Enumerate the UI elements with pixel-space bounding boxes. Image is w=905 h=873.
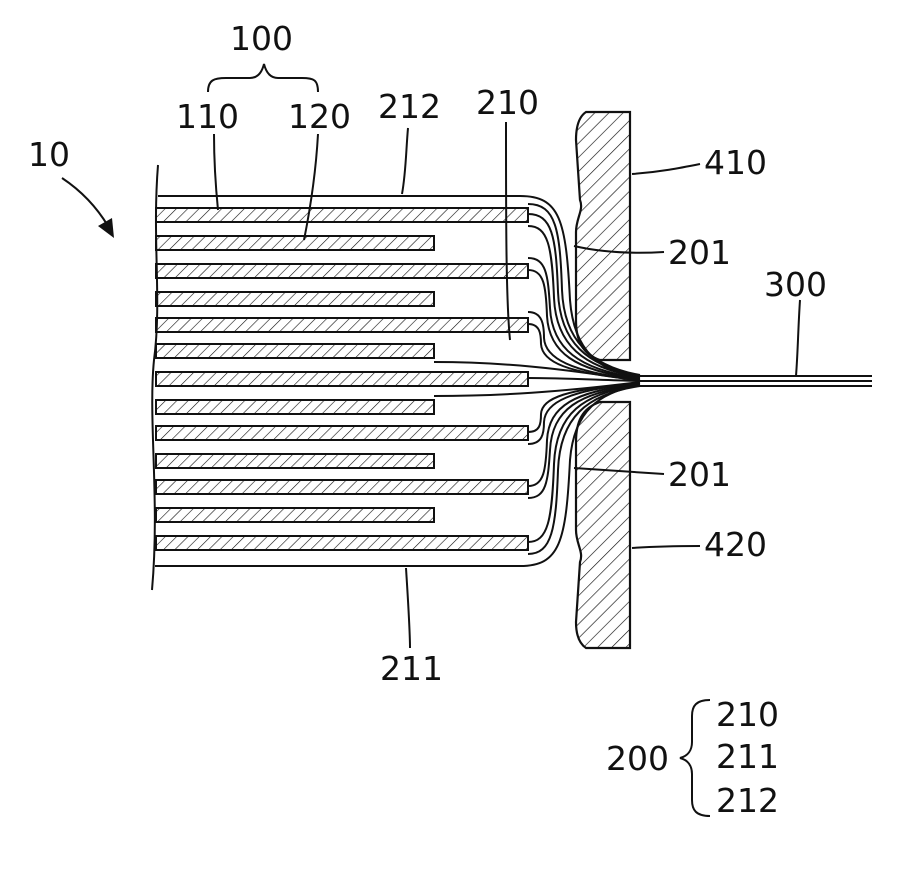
leader-210 bbox=[506, 122, 510, 340]
electrode-110 bbox=[156, 536, 528, 550]
leader-110 bbox=[214, 134, 218, 210]
legend-item: 212 bbox=[716, 781, 779, 820]
legend-brace bbox=[680, 700, 710, 816]
electrode-120 bbox=[156, 400, 434, 414]
leader-410 bbox=[632, 164, 700, 174]
electrode-120 bbox=[156, 236, 434, 250]
label-420: 420 bbox=[704, 525, 767, 564]
legend-item: 210 bbox=[716, 695, 779, 734]
lead-300 bbox=[640, 376, 872, 386]
label-212: 212 bbox=[378, 87, 441, 126]
label-10: 10 bbox=[28, 135, 70, 174]
electrode-120 bbox=[156, 454, 434, 468]
brace-100 bbox=[208, 64, 318, 92]
upper-jig-410 bbox=[576, 112, 630, 360]
leader-420 bbox=[632, 546, 700, 548]
label-110: 110 bbox=[176, 97, 239, 136]
electrode-110 bbox=[156, 480, 528, 494]
leader-211 bbox=[406, 568, 410, 648]
electrode-120 bbox=[156, 344, 434, 358]
electrode-110 bbox=[156, 318, 528, 332]
electrode-120 bbox=[156, 508, 434, 522]
leader-212 bbox=[402, 128, 408, 194]
label-120: 120 bbox=[288, 97, 351, 136]
label-210: 210 bbox=[476, 83, 539, 122]
label-211: 211 bbox=[380, 649, 443, 688]
label-300: 300 bbox=[764, 265, 827, 304]
leader-120 bbox=[304, 134, 318, 240]
assembly-arrow bbox=[62, 178, 108, 226]
legend-item: 211 bbox=[716, 737, 779, 776]
lower-jig-420 bbox=[576, 402, 630, 648]
electrode-120 bbox=[156, 292, 434, 306]
label-410: 410 bbox=[704, 143, 767, 182]
label-100: 100 bbox=[230, 19, 293, 58]
label-201-top: 201 bbox=[668, 233, 731, 272]
electrode-110 bbox=[156, 208, 528, 222]
leader-300 bbox=[796, 300, 800, 376]
electrode-110 bbox=[156, 372, 528, 386]
legend-group-label: 200 bbox=[606, 739, 669, 778]
electrode-110 bbox=[156, 264, 528, 278]
electrode-110 bbox=[156, 426, 528, 440]
label-201-bottom: 201 bbox=[668, 455, 731, 494]
electrode-stack bbox=[156, 208, 528, 550]
